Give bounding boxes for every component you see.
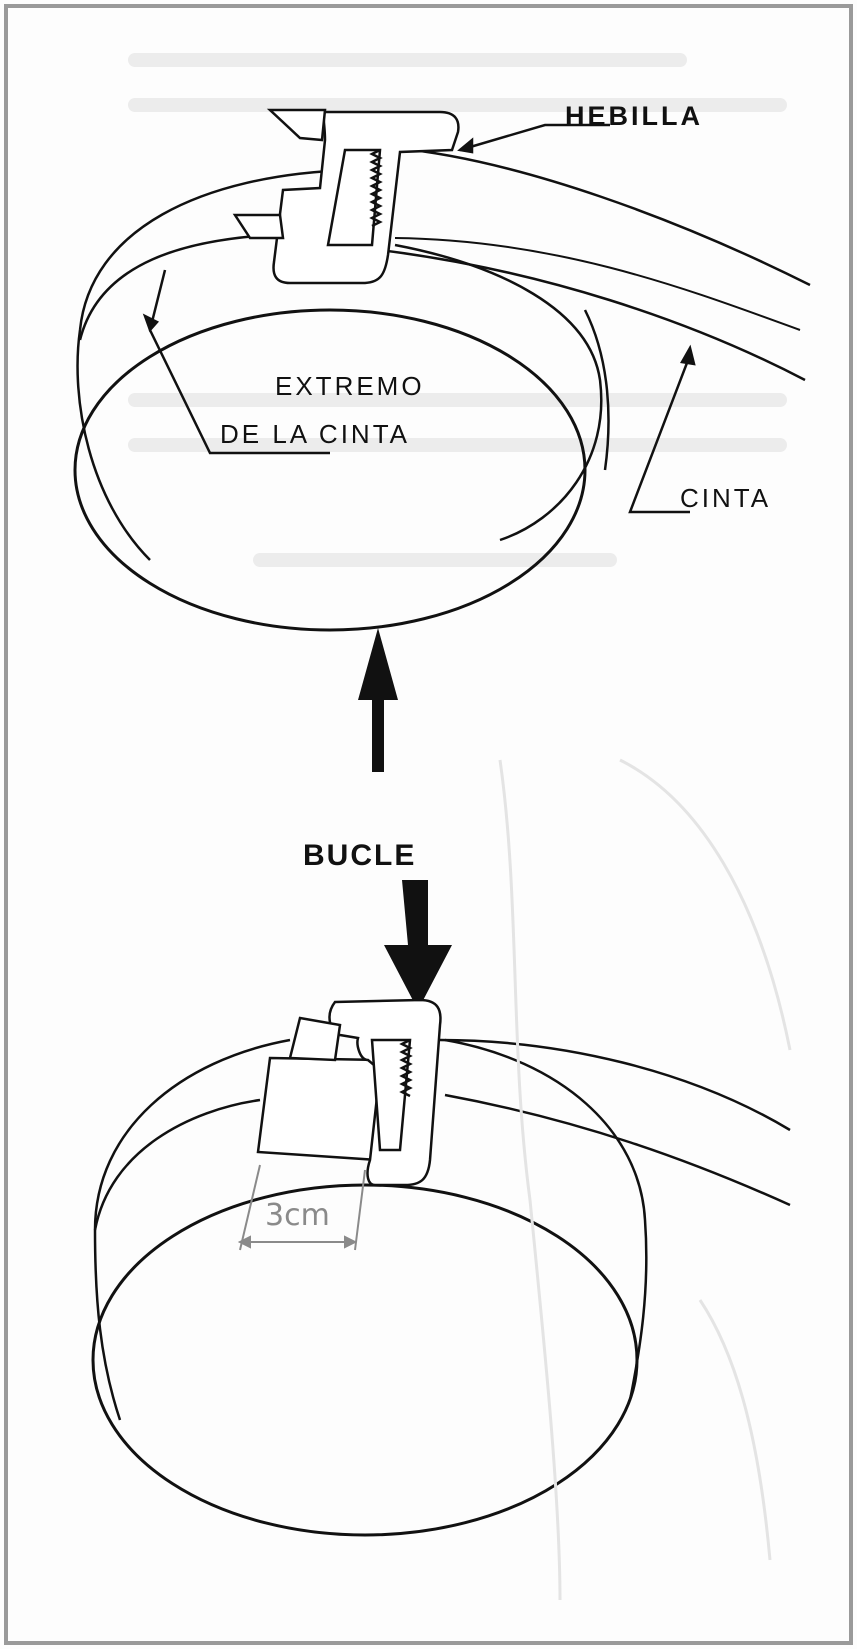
bleed-through-sketch <box>498 758 792 1601</box>
bottom-buckle-tab <box>288 1016 342 1062</box>
loop-inner-edge <box>78 233 271 341</box>
bottom-loop-inner <box>93 1098 261 1231</box>
up-arrow <box>358 628 398 772</box>
leader-cinta <box>628 354 692 514</box>
leader-extremo <box>148 269 330 455</box>
buckle-tab-top <box>266 108 327 142</box>
strap-mid-edge <box>394 237 801 331</box>
bottom-strap-upper <box>439 1038 791 1132</box>
label-bucle: BUCLE <box>303 839 416 872</box>
down-arrow <box>384 880 452 1010</box>
bottom-strap-illustration <box>91 998 791 1537</box>
strap-lower-edge <box>379 248 806 382</box>
leader-hebilla <box>459 123 610 152</box>
leader-cinta-arrow <box>680 344 696 366</box>
loop-right-inner <box>394 243 603 542</box>
bottom-loop-upper <box>93 1038 291 1421</box>
top-strap-illustration <box>73 108 811 632</box>
label-hebilla: HEBILLA <box>565 101 703 131</box>
strap-upper-edge <box>394 146 811 287</box>
middle-arrows <box>358 628 452 1010</box>
label-extremo: EXTREMO <box>275 371 425 401</box>
bottom-buckle-serration <box>399 1038 413 1098</box>
top-leader-lines <box>142 123 696 514</box>
label-de-la-cinta: DE LA CINTA <box>220 419 410 449</box>
buckle-tongue <box>326 148 382 247</box>
bottom-strap-lower <box>444 1093 791 1207</box>
buckle-serration <box>369 148 383 228</box>
folded-strap-end <box>256 1056 382 1162</box>
diagram-border <box>4 4 853 1645</box>
buckle-tab-lower <box>232 213 285 240</box>
loop-right-outer <box>583 309 610 471</box>
leader-hebilla-arrow <box>457 137 474 154</box>
loop-upper-edge <box>76 168 351 561</box>
dimension-marker <box>237 1164 366 1251</box>
loop-lower-ellipse <box>73 308 587 632</box>
leader-extremo-arrow <box>142 313 160 333</box>
label-cinta: CINTA <box>680 483 771 513</box>
bottom-loop-right <box>444 1038 648 1401</box>
dimension-label: 3cm <box>265 1198 330 1233</box>
